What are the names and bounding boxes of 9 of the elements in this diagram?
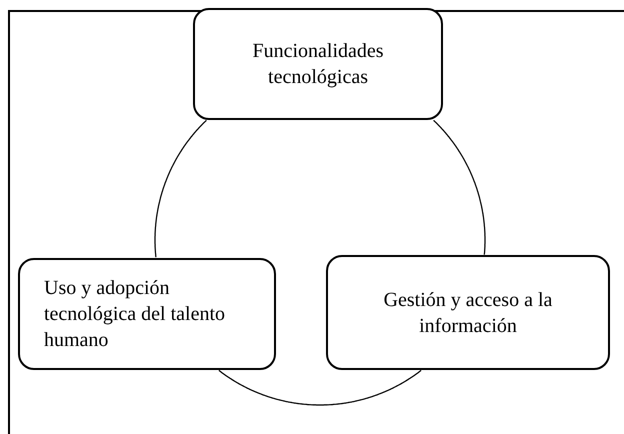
rounded-box — [18, 258, 276, 370]
box-label: Gestión y acceso a la información — [382, 288, 554, 338]
rounded-box — [193, 8, 443, 120]
connector-arc — [218, 370, 422, 406]
connector-arc — [154, 120, 207, 258]
box-label: Uso y adopción tecnológica del talento humano — [44, 276, 226, 353]
box-label: Funcionalidades tecnológicas — [251, 39, 385, 90]
rounded-box — [326, 255, 610, 370]
connector-arc — [433, 120, 486, 255]
